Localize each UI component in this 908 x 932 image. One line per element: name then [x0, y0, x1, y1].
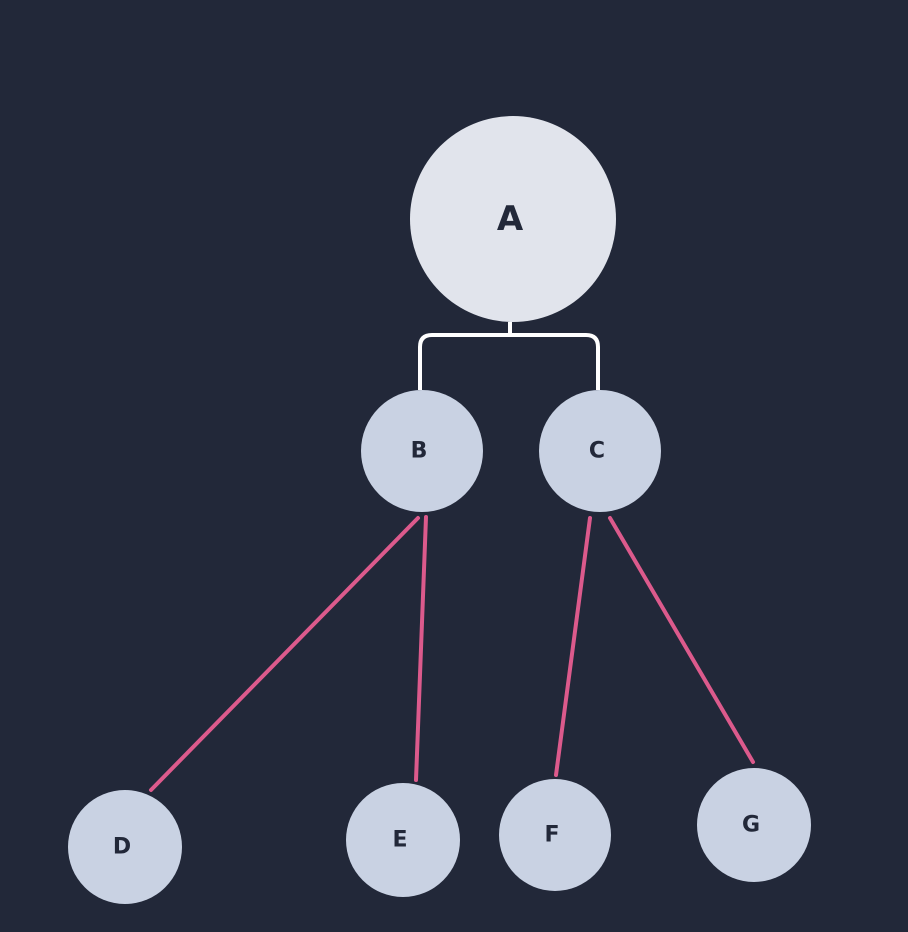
node-label: F: [544, 823, 559, 848]
node-label: E: [392, 828, 407, 853]
node-circle: [68, 790, 182, 904]
node-circle: [361, 390, 483, 512]
edge-b-d: [149, 516, 420, 792]
node-circle: [410, 116, 616, 322]
edge-a-bracket: [418, 322, 600, 390]
node-circle: [499, 779, 611, 891]
node-label: C: [589, 439, 605, 464]
node-label: B: [411, 439, 428, 464]
node-label: A: [497, 199, 524, 239]
edge-b-e: [414, 515, 428, 782]
edge-c-f: [554, 516, 592, 777]
node-label: G: [742, 813, 760, 838]
node-e: E: [346, 783, 460, 897]
node-g: G: [697, 768, 811, 882]
node-b: B: [361, 390, 483, 512]
node-circle: [697, 768, 811, 882]
node-d: D: [68, 790, 182, 904]
node-circle: [539, 390, 661, 512]
node-c: C: [539, 390, 661, 512]
node-f: F: [499, 779, 611, 891]
node-a: A: [410, 116, 616, 322]
node-label: D: [113, 835, 131, 860]
node-circle: [346, 783, 460, 897]
edge-c-g: [608, 516, 755, 764]
